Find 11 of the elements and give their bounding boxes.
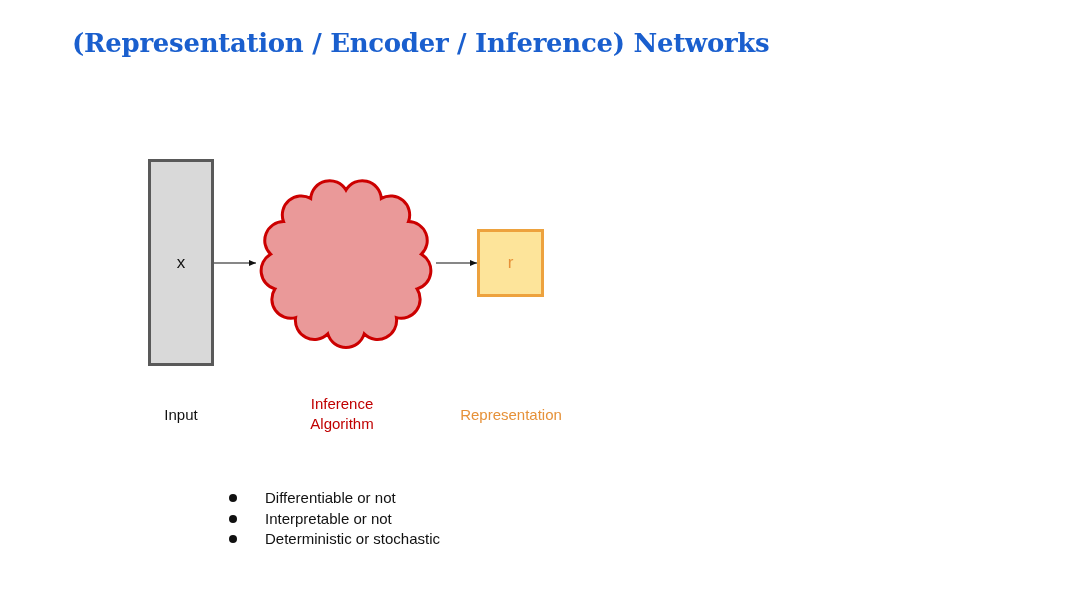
representation-box: r — [477, 229, 544, 297]
bullet-item: Interpretable or not — [228, 508, 441, 529]
node-caption: Input — [163, 405, 199, 425]
caption-text: Representation — [459, 405, 563, 425]
arrow — [213, 260, 257, 266]
bullet-item: Deterministic or stochastic — [228, 529, 441, 550]
arrow — [435, 260, 478, 266]
node-caption: Inference Algorithm — [309, 394, 375, 434]
bullet-item: Differentiable or not — [228, 488, 441, 509]
input-box: x — [148, 159, 214, 366]
slide-title: (Representation / Encoder / Inference) Networks — [72, 28, 770, 58]
